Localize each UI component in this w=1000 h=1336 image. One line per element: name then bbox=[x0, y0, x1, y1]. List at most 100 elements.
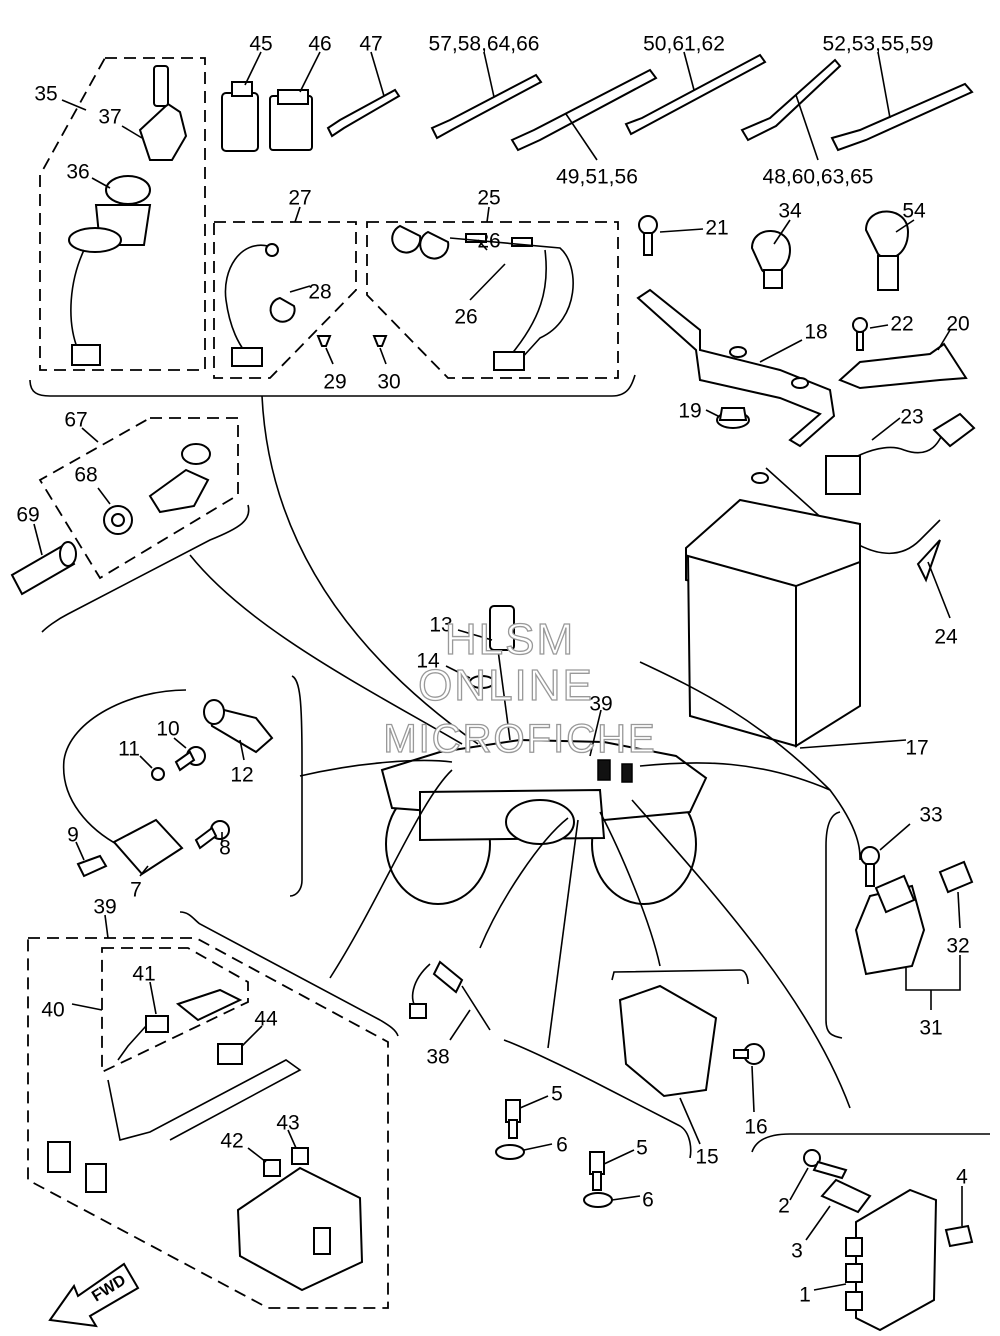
callout-c30: 30 bbox=[377, 371, 400, 394]
callout-c29: 29 bbox=[323, 371, 346, 394]
callout-c50: 50,61,62 bbox=[643, 33, 725, 56]
callout-c4: 4 bbox=[956, 1166, 968, 1189]
callout-c5b: 5 bbox=[636, 1137, 648, 1160]
part-32-fuse bbox=[938, 860, 974, 929]
part-42-fuse bbox=[247, 1147, 281, 1177]
callout-c68: 68 bbox=[74, 464, 97, 487]
part-15-rectifier bbox=[618, 984, 718, 1145]
callout-c69: 69 bbox=[16, 504, 39, 527]
callout-c14: 14 bbox=[416, 650, 440, 673]
callout-c31: 31 bbox=[919, 1017, 942, 1040]
part-2-screw bbox=[789, 1149, 848, 1201]
callout-c13: 13 bbox=[429, 614, 452, 637]
watermark: HLSM ONLINE MICROFICHE bbox=[383, 614, 656, 761]
callout-c42: 42 bbox=[220, 1130, 243, 1153]
part-37-key bbox=[121, 65, 188, 161]
part-6-washer-b bbox=[583, 1192, 641, 1208]
part-39-harness bbox=[47, 1059, 364, 1292]
callout-c9: 9 bbox=[67, 824, 79, 847]
callout-c15: 15 bbox=[695, 1146, 718, 1169]
part-12-plug-cap bbox=[203, 699, 274, 761]
callout-c10: 10 bbox=[156, 718, 179, 741]
part-57-cable-tie bbox=[430, 51, 543, 140]
callout-c48: 48,60,63,65 bbox=[763, 166, 874, 189]
part-5-bolt bbox=[505, 1095, 549, 1139]
part-30-clip bbox=[372, 335, 388, 365]
callout-c28: 28 bbox=[308, 281, 331, 304]
part-5-bolt-b bbox=[589, 1149, 635, 1191]
watermark-line-2: ONLINE bbox=[418, 661, 594, 710]
group-25-outline bbox=[366, 221, 619, 379]
part-67-socket bbox=[148, 443, 211, 514]
callout-c39a: 39 bbox=[589, 693, 612, 716]
callout-c45: 45 bbox=[249, 33, 272, 56]
callout-c24: 24 bbox=[934, 626, 958, 649]
callout-c40: 40 bbox=[41, 999, 64, 1022]
group-35-outline bbox=[39, 57, 206, 371]
part-68-nut bbox=[97, 487, 133, 535]
callout-c12: 12 bbox=[230, 764, 253, 787]
part-69-cap bbox=[10, 523, 77, 596]
callout-c18: 18 bbox=[804, 321, 827, 344]
part-49-cable-tie bbox=[510, 68, 658, 161]
callout-c11: 11 bbox=[118, 738, 140, 761]
part-14-washer bbox=[445, 665, 495, 689]
part-33-bolt bbox=[860, 823, 911, 887]
part-11-washer bbox=[139, 755, 165, 781]
callout-c6a: 6 bbox=[556, 1134, 568, 1157]
part-44-connector bbox=[217, 1025, 263, 1065]
part-25-lead-wire bbox=[391, 224, 574, 371]
callout-c1: 1 bbox=[799, 1284, 811, 1307]
part-54-clamp bbox=[864, 210, 915, 291]
part-47-cable-tie bbox=[326, 51, 401, 138]
callout-c27: 27 bbox=[288, 187, 311, 210]
part-52-band-clip bbox=[830, 51, 974, 152]
part-27-sensor-lead bbox=[224, 243, 311, 367]
part-22-screw bbox=[852, 317, 889, 351]
group-67-outline bbox=[38, 417, 239, 580]
callout-c21: 21 bbox=[705, 217, 728, 240]
callout-c17: 17 bbox=[905, 737, 928, 760]
callout-c25: 25 bbox=[477, 187, 500, 210]
part-19-grommet bbox=[705, 407, 750, 429]
part-46-relay bbox=[269, 51, 321, 151]
part-7-ignition-coil bbox=[62, 689, 187, 877]
callout-c52: 52,53,55,59 bbox=[823, 33, 934, 56]
callout-c26b: 26 bbox=[454, 306, 477, 329]
part-21-bolt bbox=[638, 215, 704, 256]
part-8-bolt bbox=[194, 820, 230, 850]
callout-c46: 46 bbox=[308, 33, 331, 56]
callout-c22: 22 bbox=[890, 313, 913, 336]
watermark-line-1: HLSM bbox=[445, 615, 575, 664]
part-43-fuse bbox=[287, 1129, 309, 1165]
callout-c47: 47 bbox=[359, 33, 382, 56]
callout-c6b: 6 bbox=[642, 1189, 654, 1212]
part-1-cdi-unit bbox=[813, 1188, 938, 1332]
part-4-coupler bbox=[944, 1186, 974, 1248]
callout-c44: 44 bbox=[254, 1008, 278, 1031]
part-13-sensor bbox=[457, 629, 493, 641]
part-48-cable-tie bbox=[740, 58, 842, 161]
callout-c37: 37 bbox=[98, 106, 121, 129]
part-3-band bbox=[805, 1178, 872, 1241]
callout-c20: 20 bbox=[946, 313, 969, 336]
callout-c39b: 39 bbox=[93, 896, 116, 919]
callout-c2: 2 bbox=[778, 1195, 790, 1218]
callout-c33: 33 bbox=[919, 804, 942, 827]
part-9-tube bbox=[75, 841, 108, 878]
part-45-connector bbox=[221, 51, 262, 152]
callout-c32: 32 bbox=[946, 935, 969, 958]
part-50-cable-tie bbox=[624, 51, 767, 136]
callout-c41: 41 bbox=[132, 963, 155, 986]
fwd-arrow: FWD bbox=[48, 1262, 140, 1328]
part-34-clamp bbox=[750, 219, 792, 289]
part-41-connector bbox=[117, 981, 243, 1061]
callout-c35: 35 bbox=[34, 83, 57, 106]
part-36-main-switch bbox=[68, 175, 152, 366]
callout-c36: 36 bbox=[66, 161, 89, 184]
callout-c3: 3 bbox=[791, 1240, 803, 1263]
callout-c16: 16 bbox=[744, 1116, 767, 1139]
